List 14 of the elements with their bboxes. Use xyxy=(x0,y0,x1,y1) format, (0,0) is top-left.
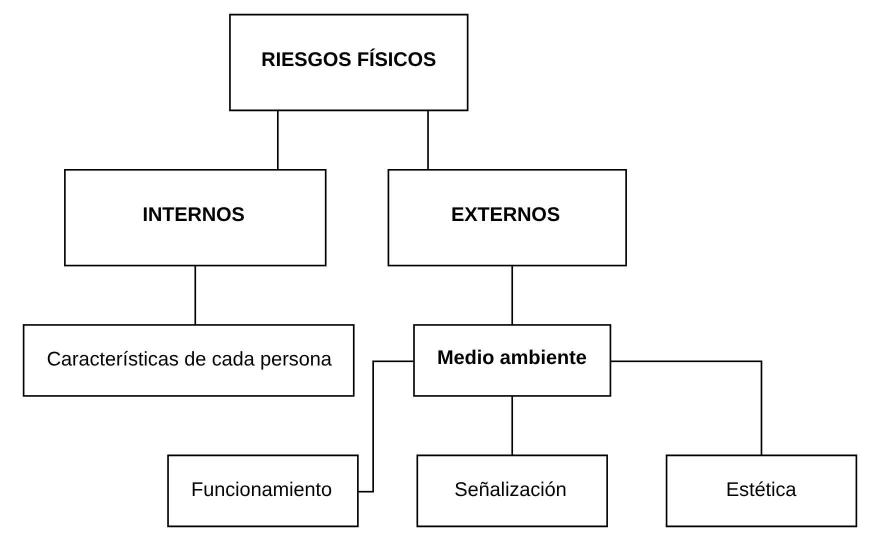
node-box: Señalización xyxy=(416,454,608,528)
node-box: EXTERNOS xyxy=(388,168,627,266)
connector xyxy=(511,266,514,325)
node-box: Funcionamiento xyxy=(167,454,359,528)
node-box: RIESGOS FÍSICOS xyxy=(229,14,468,112)
connector xyxy=(194,266,196,325)
node-box: INTERNOS xyxy=(64,168,326,266)
connector xyxy=(511,396,514,456)
node-box: Estética xyxy=(666,454,858,528)
connector xyxy=(277,110,279,170)
connector xyxy=(427,110,429,170)
node-box: Medio ambiente xyxy=(413,324,612,397)
connector xyxy=(610,360,762,455)
node-box: Características de cada persona xyxy=(22,324,355,397)
